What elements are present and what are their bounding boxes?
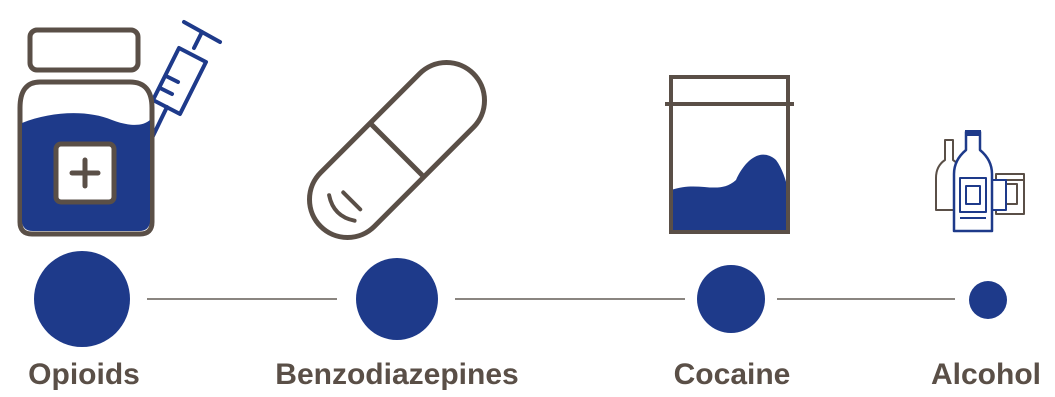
label-opioids: Opioids [28,358,140,391]
node-opioids [34,251,130,347]
label-cocaine: Cocaine [673,358,791,391]
timeline-nodes [34,251,1007,347]
label-benzodiazepines: Benzodiazepines [275,358,519,391]
label-alcohol: Alcohol [931,358,1041,391]
liquor-bottles-icon [935,130,1025,233]
node-benzodiazepines [356,258,438,340]
powder-bag-icon [665,75,794,234]
medicine-jar-syringe-icon [17,20,222,237]
capsule-pill-icon [307,60,487,240]
node-alcohol [969,281,1007,319]
node-cocaine [697,265,765,333]
